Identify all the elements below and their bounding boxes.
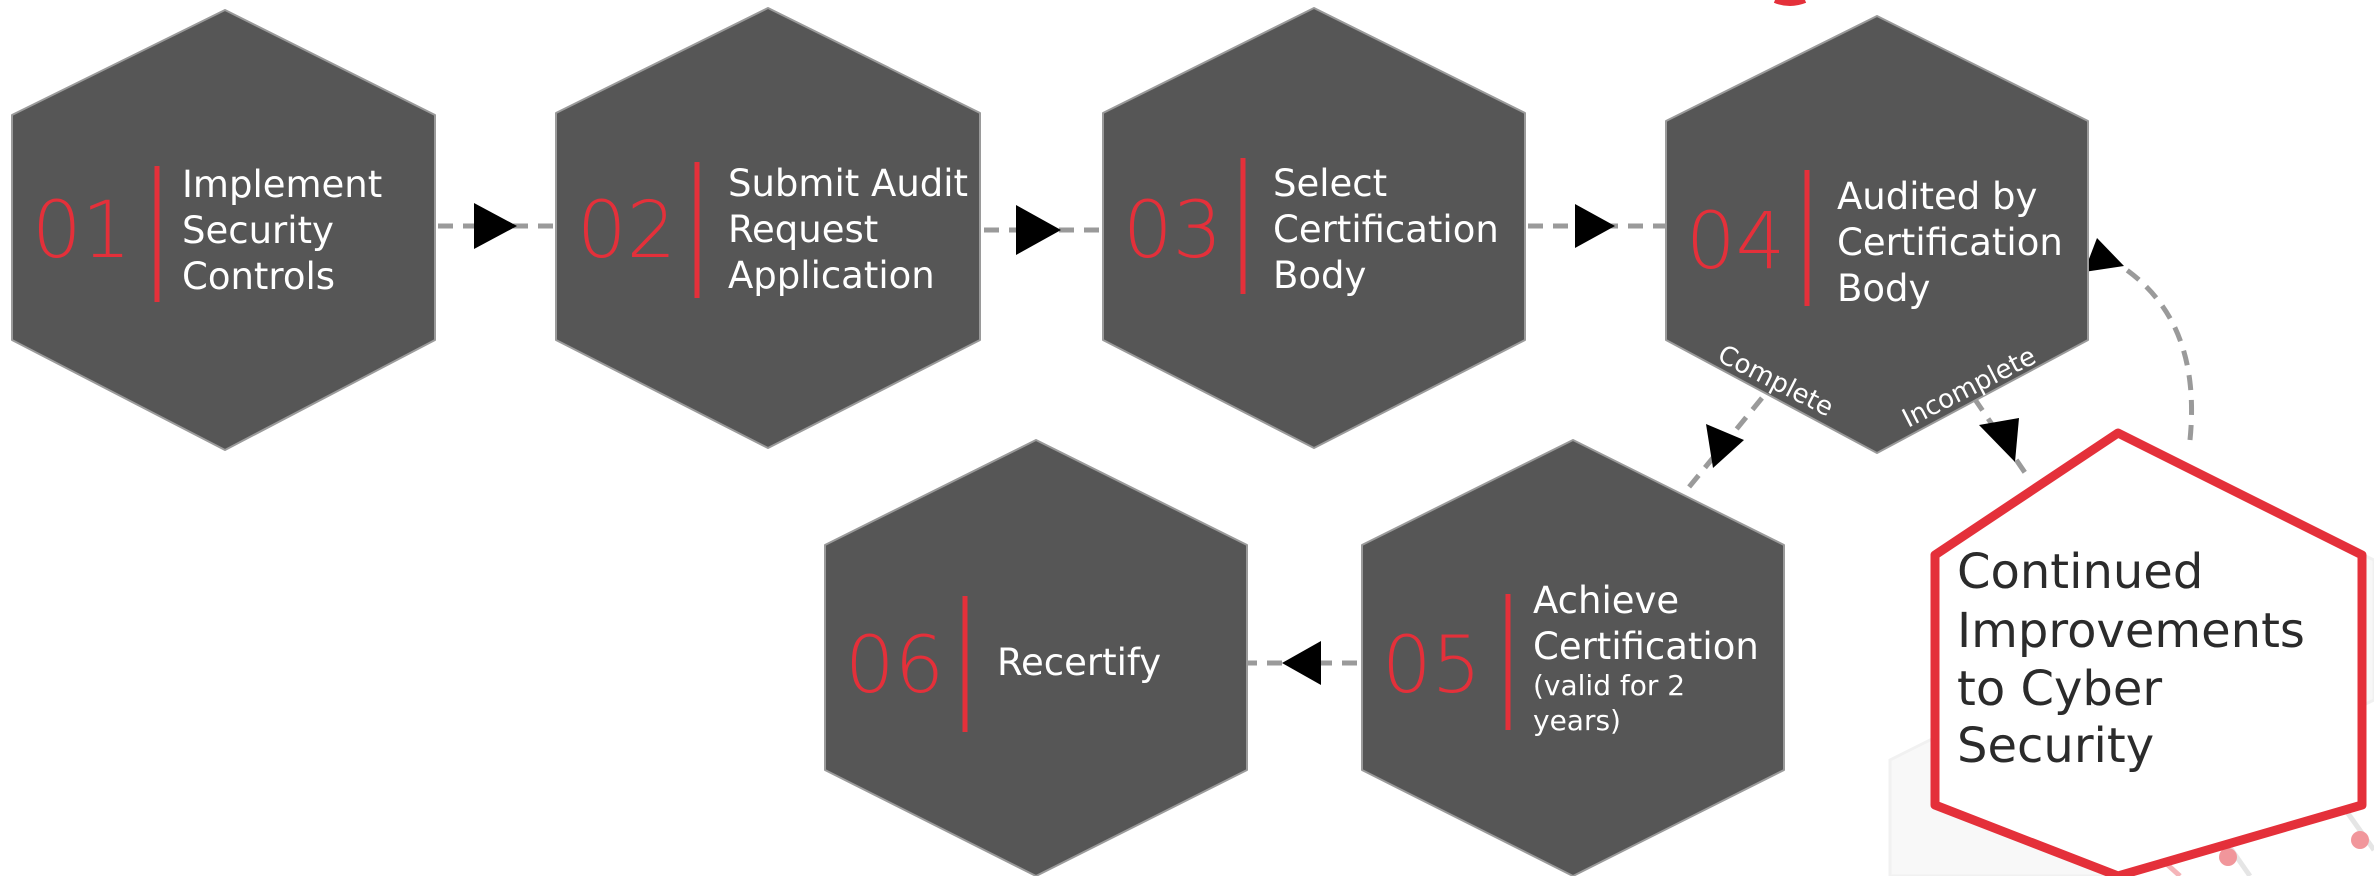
hexagon: [11, 9, 436, 451]
step-number: 06: [845, 621, 944, 711]
step-note-line-1: (valid for 2: [1533, 669, 1685, 702]
step-label-line-2: Request: [728, 208, 878, 251]
step-label-line-2: Security: [182, 209, 334, 252]
step-label-line-2: Certification: [1273, 208, 1499, 251]
step-label-line-3: Application: [728, 254, 935, 297]
step-01: 01 Implement Security Controls: [11, 9, 436, 451]
top-arc-fragment: [1773, 0, 1807, 6]
hexagon: [1665, 15, 2089, 454]
continued-improvements: Continued Improvements to Cyber Security: [1930, 428, 2367, 876]
arrowhead-to-04: [1575, 204, 1615, 248]
step-label-line-2: Certification: [1837, 221, 2063, 264]
improvement-line-2: Improvements: [1957, 603, 2305, 659]
step-number: 01: [32, 186, 131, 276]
step-label-line-1: Achieve: [1533, 579, 1679, 622]
arrowhead-to-05: [1706, 424, 1744, 468]
step-04: 04 Audited by Certification Body Complet…: [1665, 15, 2089, 454]
step-label-line-1: Select: [1273, 162, 1387, 205]
step-label-line-1: Recertify: [997, 641, 1161, 684]
step-label-line-2: Certification: [1533, 625, 1759, 668]
arrowhead-back-to-04: [2084, 238, 2124, 272]
arrowhead-to-02: [474, 203, 517, 249]
step-05: 05 Achieve Certification (valid for 2 ye…: [1361, 439, 1785, 876]
connector-04-improvement: [1971, 396, 2033, 482]
improvement-hexagon: [1930, 428, 2367, 876]
improvement-line-4: Security: [1957, 718, 2154, 774]
hexagon: [1102, 7, 1526, 449]
step-label-line-3: Controls: [182, 255, 335, 298]
step-label-line-1: Implement: [182, 163, 382, 206]
step-number: 05: [1382, 621, 1481, 711]
arrowhead-to-improvement: [1979, 418, 2019, 462]
step-number: 03: [1123, 186, 1222, 276]
improvement-line-3: to Cyber: [1957, 661, 2162, 717]
improvement-line-1: Continued: [1957, 544, 2203, 600]
step-02: 02 Submit Audit Request Application: [555, 7, 981, 449]
step-number: 04: [1686, 197, 1785, 287]
hexagon: [555, 7, 981, 449]
arrowhead-to-06: [1282, 641, 1321, 685]
arrowheads: [474, 203, 2124, 685]
step-label-line-1: Submit Audit: [728, 162, 968, 205]
hexagon: [1361, 439, 1785, 876]
step-label-line-1: Audited by: [1837, 175, 2037, 218]
step-03: 03 Select Certification Body: [1102, 7, 1526, 449]
step-number: 02: [577, 186, 676, 276]
step-note-line-2: years): [1533, 704, 1621, 737]
hexagon: [824, 439, 1248, 876]
connector-improvement-04: [2113, 259, 2194, 441]
step-06: 06 Recertify: [824, 439, 1248, 876]
step-label-line-3: Body: [1273, 254, 1366, 297]
step-label-line-3: Body: [1837, 267, 1930, 310]
arrowhead-to-03: [1016, 205, 1061, 255]
